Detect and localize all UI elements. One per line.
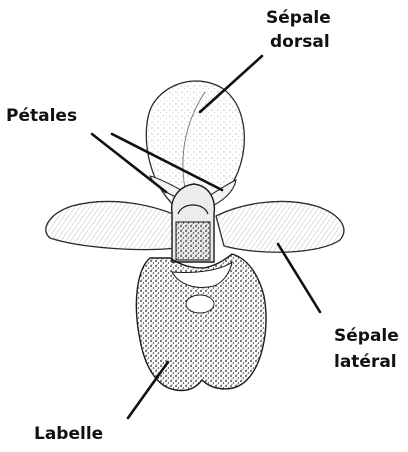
column-cavity <box>176 222 210 260</box>
label-sepale-lateral-line1: Sépale <box>334 324 399 348</box>
lateral-sepal-left-shape <box>46 201 178 249</box>
label-sepale-dorsal-line2: dorsal <box>270 30 330 54</box>
label-sepale-dorsal-line1: Sépale <box>266 6 331 30</box>
label-sepale-lateral-line2: latéral <box>334 350 397 374</box>
label-labelle: Labelle <box>34 422 103 446</box>
leader-labelle <box>128 362 168 418</box>
labellum-highlight <box>186 295 214 313</box>
leader-sepale-lateral <box>278 244 320 312</box>
label-petales: Pétales <box>6 104 77 128</box>
lateral-sepal-right-shape <box>216 201 344 252</box>
